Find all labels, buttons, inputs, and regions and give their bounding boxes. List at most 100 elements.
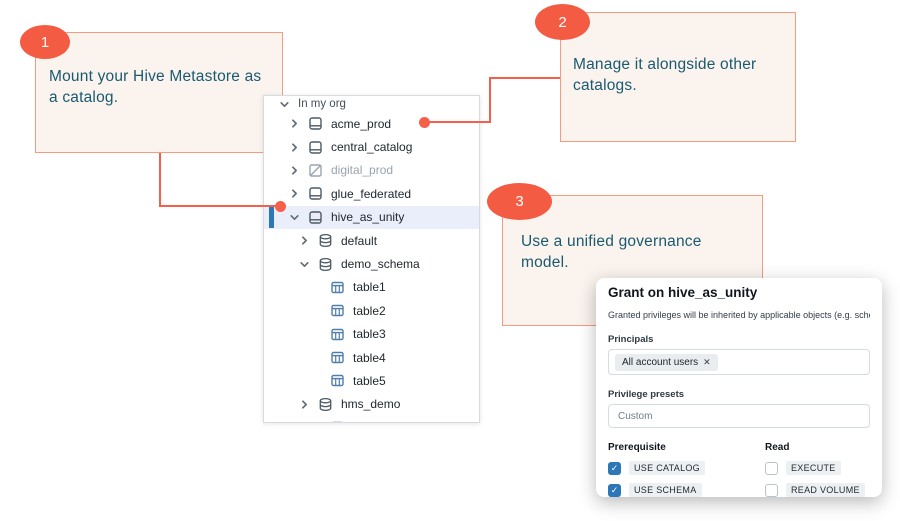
catalog-icon [308, 140, 323, 155]
tree-item-label: table1 [353, 280, 386, 295]
tree-item-label: table2 [353, 303, 386, 318]
table-icon [330, 350, 345, 365]
grant-dialog: Grant on hive_as_unity Granted privilege… [596, 278, 882, 497]
catalog-icon [308, 186, 323, 201]
callout-text-2: Manage it alongside other catalogs. [573, 56, 757, 94]
privilege-column-header: Read [765, 442, 790, 453]
privilege-presets-value: Custom [618, 410, 653, 422]
callout-box-2: Manage it alongside other catalogs. [560, 12, 796, 142]
tree-item-partial[interactable] [264, 416, 479, 422]
tree-item-label: acme_prod [331, 116, 392, 131]
table-icon [330, 303, 345, 318]
chevron-right-icon[interactable] [288, 117, 301, 130]
principals-input[interactable]: All account users ✕ [608, 349, 870, 375]
tree-item-central_catalog[interactable]: central_catalog [264, 135, 479, 158]
connector-1-horizontal [159, 205, 281, 207]
tree-item-label: In my org [298, 98, 346, 110]
privilege-label: EXECUTE [786, 461, 841, 475]
tree-item-label: hive_as_unity [331, 210, 405, 225]
principals-label: Principals [608, 334, 654, 345]
schema-icon [318, 397, 333, 412]
step-number-1: 1 [40, 33, 50, 51]
connector-2-horizontal-bottom [425, 121, 491, 123]
privilege-option-row: EXECUTE [765, 461, 870, 475]
chevron-down-icon[interactable] [298, 258, 311, 271]
connector-2-horizontal-top [489, 77, 560, 79]
connector-1-vertical [159, 153, 161, 207]
dialog-subtitle: Granted privileges will be inherited by … [608, 310, 870, 320]
tree-item-label: glue_federated [331, 186, 412, 201]
privilege-label: READ VOLUME [786, 483, 865, 497]
tree-item-default[interactable]: default [264, 229, 479, 252]
tree-item-table3[interactable]: table3 [264, 323, 479, 346]
principal-chip-label: All account users [622, 356, 699, 368]
schema-icon [318, 257, 333, 272]
privilege-column-prerequisite: Prerequisite✓USE CATALOG✓USE SCHEMA [608, 442, 765, 497]
step-badge-2: 2 [535, 4, 590, 40]
chevron-right-icon[interactable] [288, 164, 301, 177]
privilege-option-row: READ VOLUME [765, 483, 870, 497]
privilege-option-row: ✓ USE SCHEMA [608, 483, 765, 497]
unchecked-checkbox[interactable] [765, 483, 778, 497]
callout-box-1: Mount your Hive Metastore as a catalog. [35, 32, 283, 153]
step-badge-1: 1 [20, 25, 70, 59]
tree-item-label: central_catalog [331, 140, 413, 155]
step-number-3: 3 [515, 193, 524, 210]
step-badge-3: 3 [487, 183, 552, 220]
tree-item-label: table4 [353, 350, 386, 365]
table-icon [330, 280, 345, 295]
tree-item-label: demo_schema [341, 257, 420, 272]
tree-item-table4[interactable]: table4 [264, 346, 479, 369]
chevron-right-icon[interactable] [298, 234, 311, 247]
privilege-label: USE SCHEMA [629, 483, 702, 497]
tree-item-table2[interactable]: table2 [264, 299, 479, 322]
tree-item-label: digital_prod [331, 163, 394, 178]
tree-item-glue_federated[interactable]: glue_federated [264, 182, 479, 205]
tree-item-table1[interactable]: table1 [264, 276, 479, 299]
table-icon [330, 373, 345, 388]
tree-item-label: table3 [353, 327, 386, 342]
tree-item-acme_prod[interactable]: acme_prod [264, 112, 479, 135]
tree-item-hms_demo[interactable]: hms_demo [264, 393, 479, 416]
principal-chip[interactable]: All account users ✕ [615, 353, 718, 371]
privilege-label: USE CATALOG [629, 461, 705, 475]
chevron-down-icon[interactable] [278, 98, 291, 111]
tree-item-digital_prod[interactable]: digital_prod [264, 159, 479, 182]
step-number-2: 2 [558, 13, 567, 31]
privilege-option-row: ✓ USE CATALOG [608, 461, 765, 475]
schema-icon [318, 233, 333, 248]
tree-item-label: table5 [353, 373, 386, 388]
connector-1-dot [275, 201, 286, 212]
checked-checkbox[interactable]: ✓ [608, 483, 621, 497]
tree-item-label: default [341, 233, 378, 248]
checked-checkbox[interactable]: ✓ [608, 461, 621, 475]
catalog-disabled-icon [308, 163, 323, 178]
catalog-icon [308, 116, 323, 131]
table-icon [330, 327, 345, 342]
catalog-icon [308, 210, 323, 225]
chevron-right-icon[interactable] [288, 141, 301, 154]
tree-item-label: hms_demo [341, 397, 401, 412]
chevron-down-icon[interactable] [288, 211, 301, 224]
table-icon [330, 420, 345, 422]
callout-text-3: Use a unified governance model. [521, 233, 702, 271]
tree-item-table5[interactable]: table5 [264, 369, 479, 392]
tree-item-hive_as_unity[interactable]: hive_as_unity [264, 205, 479, 229]
callout-text-1: Mount your Hive Metastore as a catalog. [49, 68, 262, 106]
tree-item-in-my-org[interactable]: In my org [264, 96, 479, 112]
connector-2-dot [419, 117, 430, 128]
connector-2-vertical [489, 77, 491, 123]
chevron-right-icon[interactable] [298, 398, 311, 411]
privilege-presets-label: Privilege presets [608, 389, 685, 400]
chip-remove-icon[interactable]: ✕ [703, 356, 711, 367]
unchecked-checkbox[interactable] [765, 461, 778, 475]
chevron-right-icon[interactable] [288, 187, 301, 200]
privilege-presets-select[interactable]: Custom [608, 404, 870, 428]
tree-item-demo_schema[interactable]: demo_schema [264, 252, 479, 275]
dialog-title: Grant on hive_as_unity [608, 285, 758, 300]
